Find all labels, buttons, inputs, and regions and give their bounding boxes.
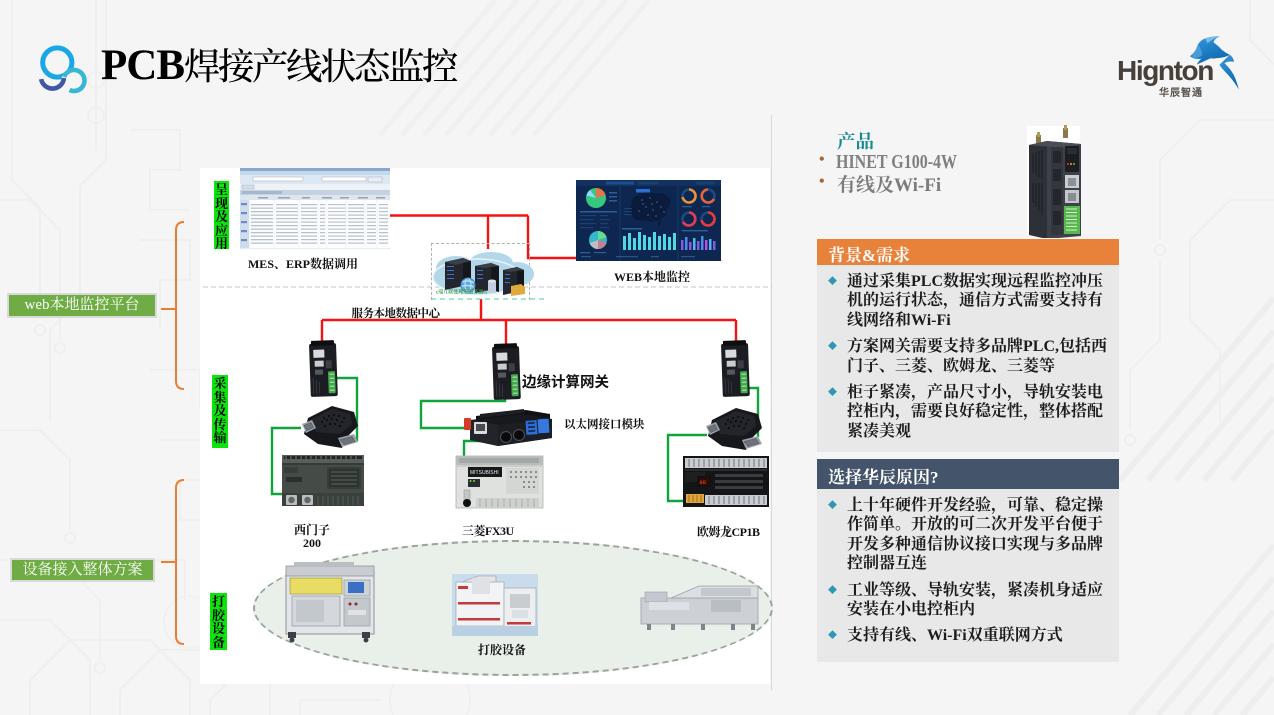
svg-text:MITSUBISHI: MITSUBISHI: [470, 470, 499, 476]
svg-text:88: 88: [700, 479, 707, 486]
svg-text:c端互联处理发服务器G: c端互联处理发服务器G: [436, 289, 487, 296]
